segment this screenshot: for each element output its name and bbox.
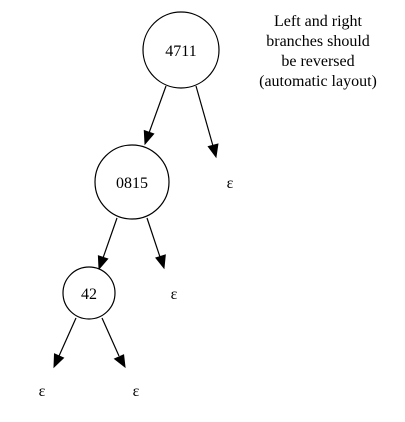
layout-note: Left and right branches should be revers… xyxy=(259,13,377,90)
note-line-4: (automatic layout) xyxy=(259,73,377,90)
epsilon-leaf-42-right: ε xyxy=(133,383,140,400)
epsilon-leaf-0815-right: ε xyxy=(171,286,178,303)
node-label-4711: 4711 xyxy=(165,43,196,60)
edge-42-to-epsilon-left xyxy=(53,317,77,369)
edge-42-to-epsilon-right xyxy=(101,317,126,369)
edge-0815-to-42 xyxy=(97,217,118,271)
edge-root-to-epsilon xyxy=(195,85,219,159)
tree-node-4711: 4711 xyxy=(142,11,220,89)
note-line-2: branches should xyxy=(266,33,370,50)
edge-0815-to-epsilon xyxy=(146,217,166,270)
epsilon-leaf-root-right: ε xyxy=(227,175,234,192)
epsilon-leaf-42-left: ε xyxy=(39,383,46,400)
node-label-42: 42 xyxy=(81,286,97,303)
note-line-1: Left and right xyxy=(274,13,363,30)
note-line-3: be reversed xyxy=(281,53,354,70)
node-label-0815: 0815 xyxy=(116,175,148,192)
tree-node-42: 42 xyxy=(62,266,116,320)
edges xyxy=(53,85,219,369)
tree-node-0815: 0815 xyxy=(94,144,170,220)
edge-root-to-0815 xyxy=(143,85,167,146)
